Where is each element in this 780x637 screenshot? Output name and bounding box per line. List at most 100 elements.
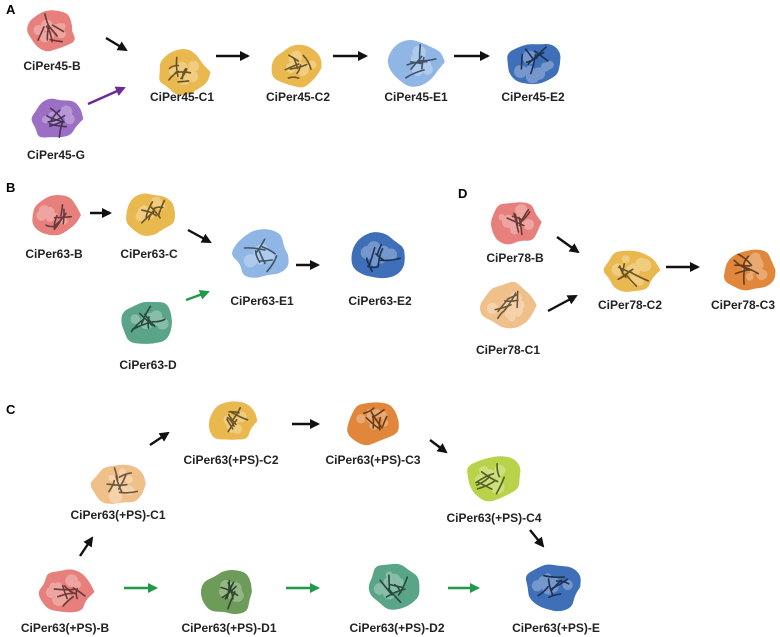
density-map-b-e2 — [351, 232, 405, 279]
map-highlight — [504, 309, 514, 319]
arrow-d-c1-to-d-c2 — [547, 294, 578, 313]
map-highlight — [151, 196, 162, 208]
map-crevice — [58, 120, 64, 138]
density-map-c-c4 — [467, 456, 521, 502]
map-crevice — [230, 411, 249, 421]
map-highlight — [108, 474, 116, 482]
map-crevice — [254, 250, 261, 264]
map-crevice — [397, 576, 409, 596]
map-crevice — [44, 13, 51, 30]
map-crevice — [372, 408, 385, 418]
map-crevice — [118, 490, 139, 494]
label-a-g: CiPer45-G — [27, 148, 85, 162]
label-c-c1: CiPer63(+PS)-C1 — [70, 508, 165, 522]
panel-letter-b: B — [6, 180, 15, 195]
map-crevice — [50, 109, 61, 121]
density-map-a-b — [27, 10, 75, 52]
map-highlight — [186, 70, 199, 83]
map-crevice — [48, 120, 65, 127]
map-crevice — [53, 588, 75, 591]
map-crevice — [152, 318, 166, 323]
map-crevice — [62, 208, 65, 225]
map-highlight — [52, 593, 66, 606]
map-crevice — [377, 247, 384, 267]
density-map-a-e2 — [507, 43, 561, 85]
map-highlight — [130, 314, 141, 324]
density-map-b-b — [32, 194, 81, 236]
density-map-b-c — [126, 193, 175, 236]
density-map-c-d2 — [368, 563, 420, 610]
label-c-e: CiPer63(+PS)-E — [512, 621, 600, 635]
map-crevice — [516, 290, 519, 309]
map-crevice — [370, 411, 383, 429]
map-crevice — [385, 588, 406, 598]
arrow-c-c1-to-c-c2 — [149, 431, 170, 446]
map-crevice — [175, 56, 179, 78]
map-crevice — [387, 587, 402, 604]
map-crevice — [108, 479, 116, 493]
map-crevice — [379, 579, 393, 596]
arrow-d-b-to-d-c2 — [556, 236, 580, 254]
map-highlight — [243, 254, 257, 268]
map-crevice — [130, 318, 145, 333]
panel-letter-c: C — [6, 402, 16, 417]
map-highlight — [545, 60, 554, 70]
label-c-d2: CiPer63(+PS)-D2 — [349, 621, 444, 635]
map-crevice — [388, 574, 391, 592]
map-highlight — [120, 484, 131, 495]
arrow-a-b-to-a-c1 — [105, 36, 128, 52]
map-crevice — [619, 268, 634, 280]
map-crevice — [180, 68, 188, 80]
map-crevice — [226, 416, 235, 427]
label-b-e2: CiPer63-E2 — [348, 294, 412, 308]
map-crevice — [62, 595, 74, 607]
arrow-a-g-to-a-c1 — [87, 86, 126, 106]
map-highlight — [611, 263, 625, 277]
label-c-b: CiPer63(+PS)-B — [21, 621, 110, 635]
map-crevice — [157, 199, 166, 217]
map-crevice — [520, 53, 523, 70]
map-crevice — [382, 415, 388, 427]
map-crevice — [513, 212, 520, 233]
label-d-c1: CiPer78-C1 — [476, 343, 540, 357]
density-map-a-g — [31, 98, 84, 138]
panel-letter-a: A — [6, 2, 16, 17]
map-crevice — [150, 206, 161, 219]
label-a-e1: CiPer45-E1 — [384, 90, 448, 104]
label-a-c2: CiPer45-C2 — [266, 90, 330, 104]
map-crevice — [243, 247, 266, 251]
map-highlight — [124, 475, 133, 484]
density-map-d-c3 — [723, 249, 776, 291]
map-crevice — [495, 476, 505, 495]
arrow-b-d-to-b-e1 — [185, 290, 210, 302]
map-highlight — [525, 69, 540, 84]
map-crevice — [141, 209, 157, 217]
label-d-b: CiPer78-B — [486, 251, 544, 265]
map-highlight — [750, 252, 761, 264]
map-crevice — [497, 299, 509, 313]
map-crevice — [145, 201, 154, 218]
density-map-a-c1 — [159, 49, 211, 96]
label-b-c: CiPer63-C — [120, 247, 178, 261]
map-crevice — [366, 265, 379, 269]
map-highlight — [64, 114, 75, 125]
map-crevice — [476, 476, 491, 486]
map-crevice — [50, 107, 64, 121]
density-map-d-c2 — [603, 250, 661, 292]
map-crevice — [261, 245, 276, 255]
map-body — [27, 10, 75, 52]
map-crevice — [363, 407, 375, 415]
map-highlight — [36, 210, 47, 221]
map-crevice — [379, 257, 401, 262]
map-crevice — [289, 63, 308, 70]
map-crevice — [141, 211, 155, 224]
map-crevice — [72, 587, 86, 597]
map-crevice — [520, 211, 531, 222]
map-crevice — [376, 243, 383, 256]
map-crevice — [624, 273, 638, 287]
map-crevice — [476, 481, 493, 490]
map-crevice — [106, 483, 128, 486]
map-highlight — [373, 583, 386, 595]
map-crevice — [551, 579, 562, 591]
